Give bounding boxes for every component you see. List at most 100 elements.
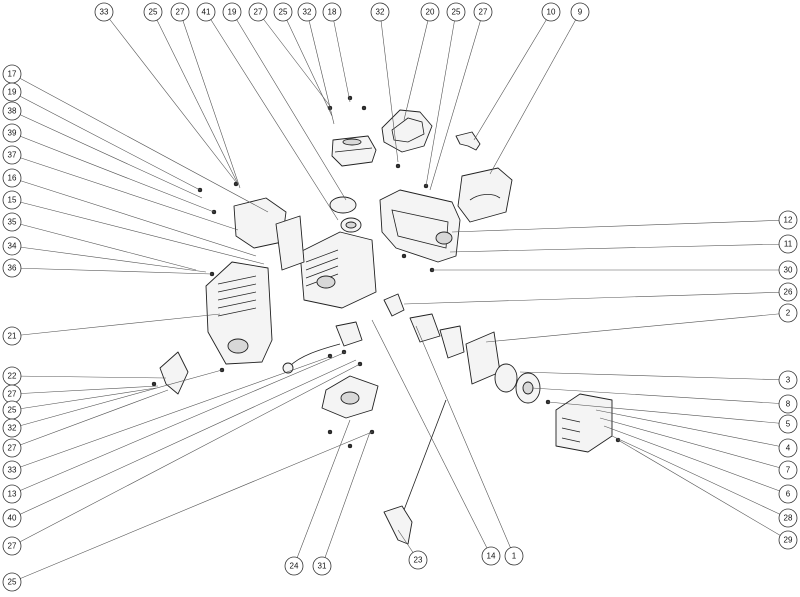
callout-top-3: 41 bbox=[196, 2, 216, 22]
callout-circle bbox=[778, 438, 798, 458]
callout-number: 27 bbox=[479, 8, 488, 17]
callout-right-9: 7 bbox=[778, 460, 798, 480]
callout-number: 13 bbox=[8, 490, 17, 499]
callout-number: 25 bbox=[279, 8, 288, 17]
leader-line-right-9 bbox=[599, 417, 789, 471]
callout-circle bbox=[143, 2, 163, 22]
callout-number: 33 bbox=[8, 466, 17, 475]
callout-circle bbox=[2, 572, 22, 592]
leader-line-left-1 bbox=[11, 91, 201, 191]
callout-circle bbox=[284, 556, 304, 576]
callout-circle bbox=[370, 2, 390, 22]
fuel-tank-part bbox=[379, 189, 461, 263]
leader-line-top-12 bbox=[429, 11, 484, 191]
leader-line-right-0 bbox=[451, 219, 789, 233]
callout-number: 41 bbox=[202, 8, 211, 17]
callout-bottom-4: 1 bbox=[504, 546, 524, 566]
guard-plate-part bbox=[457, 167, 513, 223]
muffler-shroud-part bbox=[205, 261, 273, 365]
callout-circle bbox=[778, 394, 798, 414]
callout-number: 2 bbox=[786, 309, 791, 318]
leader-line-right-8 bbox=[595, 409, 789, 449]
callout-number: 27 bbox=[176, 8, 185, 17]
leader-line-top-4 bbox=[231, 11, 347, 201]
leader-line-left-4 bbox=[11, 154, 239, 231]
filter-ring-part bbox=[494, 363, 541, 404]
callout-left-16: 33 bbox=[2, 460, 22, 480]
handle-bracket-part bbox=[381, 109, 433, 153]
callout-circle bbox=[248, 2, 268, 22]
callout-left-1: 19 bbox=[2, 82, 22, 102]
callout-bottom-2: 23 bbox=[408, 550, 428, 570]
callout-left-10: 21 bbox=[2, 326, 22, 346]
leader-line-top-14 bbox=[489, 11, 581, 175]
callout-left-15: 27 bbox=[2, 438, 22, 458]
callout-number: 30 bbox=[784, 266, 793, 275]
callout-left-2: 38 bbox=[2, 101, 22, 121]
callout-circle bbox=[297, 2, 317, 22]
callout-circle bbox=[2, 460, 22, 480]
callout-number: 11 bbox=[784, 240, 793, 249]
air-filter-box-part bbox=[555, 393, 613, 453]
callout-number: 1 bbox=[512, 552, 517, 561]
callout-left-6: 15 bbox=[2, 190, 22, 210]
callout-number: 40 bbox=[8, 514, 17, 523]
leader-line-left-13 bbox=[11, 387, 157, 411]
callout-number: 16 bbox=[8, 174, 17, 183]
leader-line-left-0 bbox=[11, 73, 269, 213]
leader-line-left-19 bbox=[11, 363, 361, 547]
leader-lines bbox=[11, 11, 789, 583]
callout-number: 15 bbox=[8, 196, 17, 205]
leader-line-top-7 bbox=[306, 11, 335, 125]
callout-circle bbox=[322, 2, 342, 22]
leader-line-left-17 bbox=[11, 351, 347, 495]
leader-line-left-6 bbox=[11, 199, 265, 265]
callout-number: 20 bbox=[426, 8, 435, 17]
callout-circle bbox=[2, 326, 22, 346]
callout-right-7: 5 bbox=[778, 414, 798, 434]
callout-number: 33 bbox=[100, 8, 109, 17]
leader-line-top-6 bbox=[282, 11, 333, 117]
callout-right-12: 29 bbox=[778, 530, 798, 550]
callout-number: 34 bbox=[8, 242, 17, 251]
leader-line-right-12 bbox=[617, 439, 789, 541]
callout-right-1: 11 bbox=[778, 234, 798, 254]
callout-right-11: 28 bbox=[778, 508, 798, 528]
callout-circle bbox=[2, 190, 22, 210]
callout-circle bbox=[778, 234, 798, 254]
lever-part bbox=[455, 131, 481, 151]
callout-number: 36 bbox=[8, 264, 17, 273]
leader-line-left-9 bbox=[11, 267, 213, 275]
callout-left-7: 35 bbox=[2, 212, 22, 232]
callout-circle bbox=[2, 145, 22, 165]
callout-number: 22 bbox=[8, 372, 17, 381]
callout-top-8: 18 bbox=[322, 2, 342, 22]
callout-circle bbox=[2, 438, 22, 458]
callout-number: 7 bbox=[786, 466, 791, 475]
callout-number: 32 bbox=[8, 424, 17, 433]
callout-number: 19 bbox=[228, 8, 237, 17]
leader-line-top-3 bbox=[205, 11, 339, 221]
leader-line-left-16 bbox=[11, 355, 333, 471]
leader-line-top-10 bbox=[403, 11, 431, 121]
callout-circle bbox=[420, 2, 440, 22]
callout-top-7: 32 bbox=[297, 2, 317, 22]
leader-line-top-2 bbox=[179, 11, 241, 189]
callout-number: 25 bbox=[8, 406, 17, 415]
callout-circle bbox=[473, 2, 493, 22]
callout-circle bbox=[778, 508, 798, 528]
leader-line-left-5 bbox=[11, 177, 257, 257]
callout-top-11: 25 bbox=[446, 2, 466, 22]
leader-line-left-11 bbox=[11, 375, 167, 379]
callout-number: 4 bbox=[786, 444, 791, 453]
intake-gasket-part bbox=[329, 196, 362, 233]
callout-number: 39 bbox=[8, 129, 17, 138]
callout-left-11: 22 bbox=[2, 366, 22, 386]
leader-line-left-2 bbox=[11, 110, 203, 199]
callout-circle bbox=[778, 460, 798, 480]
callout-number: 29 bbox=[784, 536, 793, 545]
callout-top-12: 27 bbox=[473, 2, 493, 22]
leader-line-bottom-1 bbox=[321, 431, 371, 567]
callout-top-6: 25 bbox=[273, 2, 293, 22]
callout-left-20: 25 bbox=[2, 572, 22, 592]
